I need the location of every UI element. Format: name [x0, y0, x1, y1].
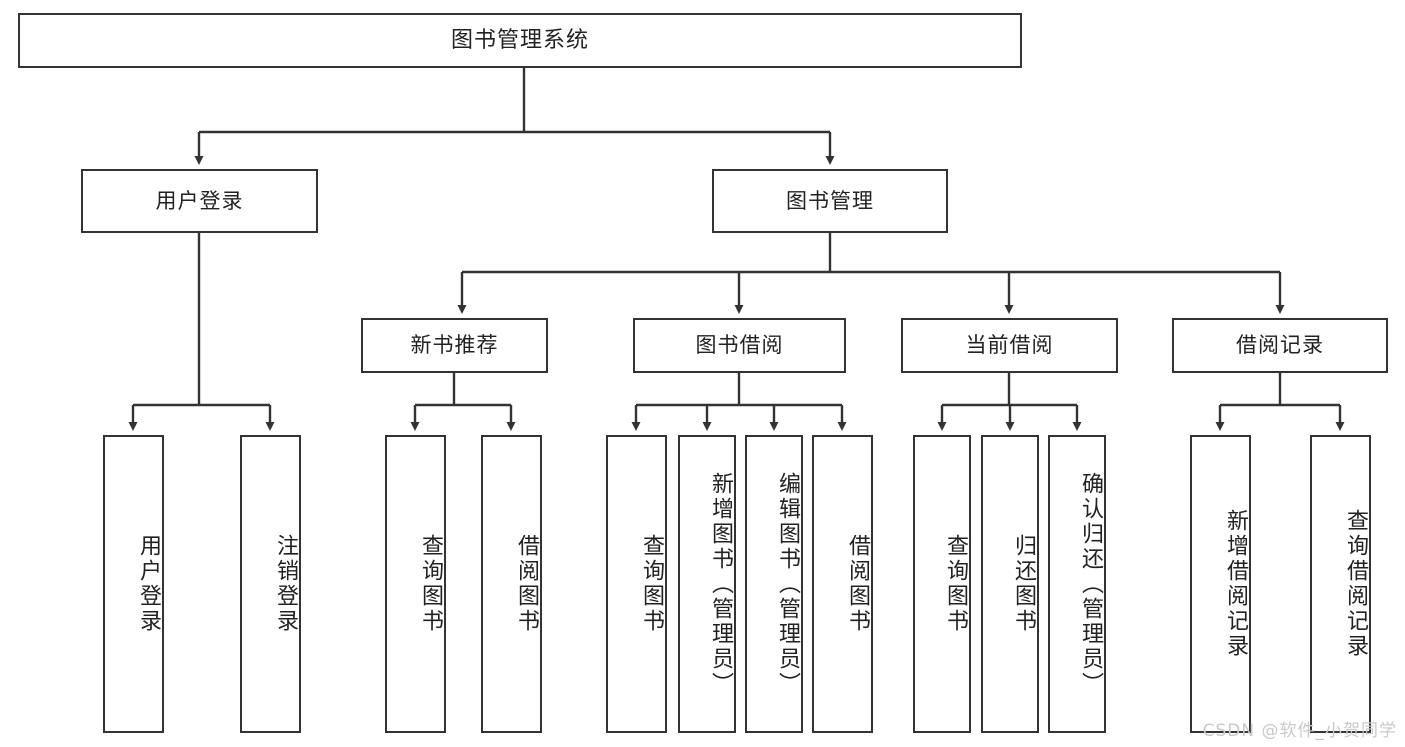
node-label: 归还图书 — [1011, 534, 1036, 634]
node-user-login[interactable]: 用户登录 — [81, 169, 318, 233]
leaf-query-book-recommendation[interactable]: 查询图书 — [385, 435, 446, 733]
leaf-query-borrowing-record[interactable]: 查询借阅记录 — [1310, 435, 1371, 733]
node-label: 新增图书（管理员） — [708, 471, 733, 697]
leaf-user-login[interactable]: 用户登录 — [103, 435, 164, 733]
node-label: 用户登录 — [136, 534, 161, 634]
node-label: 注销登录 — [273, 534, 298, 634]
node-label: 查询借阅记录 — [1343, 509, 1368, 659]
leaf-borrow-book[interactable]: 借阅图书 — [812, 435, 873, 733]
node-book-management[interactable]: 图书管理 — [712, 169, 948, 233]
leaf-logout-login[interactable]: 注销登录 — [240, 435, 301, 733]
node-root-book-management-system[interactable]: 图书管理系统 — [18, 13, 1022, 68]
leaf-edit-book-admin[interactable]: 编辑图书（管理员） — [745, 435, 803, 733]
node-label: 新书推荐 — [410, 333, 499, 358]
node-label: 确认归还（管理员） — [1078, 471, 1103, 697]
leaf-add-book-admin[interactable]: 新增图书（管理员） — [678, 435, 736, 733]
leaf-query-book-borrowing[interactable]: 查询图书 — [606, 435, 667, 733]
node-borrowing-record[interactable]: 借阅记录 — [1172, 318, 1388, 373]
leaf-confirm-return-admin[interactable]: 确认归还（管理员） — [1048, 435, 1106, 733]
node-label: 查询图书 — [943, 534, 968, 634]
node-label: 编辑图书（管理员） — [775, 471, 800, 697]
node-label: 当前借阅 — [965, 333, 1054, 358]
node-label: 借阅记录 — [1236, 333, 1324, 358]
node-label: 新增借阅记录 — [1223, 509, 1248, 659]
node-current-borrowing[interactable]: 当前借阅 — [901, 318, 1118, 373]
node-label: 图书管理 — [786, 188, 874, 213]
node-label: 图书管理系统 — [450, 27, 589, 53]
leaf-return-book[interactable]: 归还图书 — [981, 435, 1039, 733]
node-label: 查询图书 — [639, 534, 664, 634]
node-book-borrowing[interactable]: 图书借阅 — [633, 318, 846, 373]
node-label: 查询图书 — [418, 534, 443, 634]
node-label: 图书借阅 — [695, 333, 784, 358]
csdn-watermark: CSDN @软件_小贺同学 — [1202, 721, 1397, 741]
node-new-book-recommendation[interactable]: 新书推荐 — [361, 318, 548, 373]
node-label: 借阅图书 — [514, 534, 539, 634]
leaf-query-book-current[interactable]: 查询图书 — [913, 435, 971, 733]
leaf-borrow-book-recommendation[interactable]: 借阅图书 — [481, 435, 542, 733]
node-label: 用户登录 — [155, 188, 244, 213]
node-label: 借阅图书 — [845, 534, 870, 634]
leaf-add-borrowing-record[interactable]: 新增借阅记录 — [1190, 435, 1251, 733]
